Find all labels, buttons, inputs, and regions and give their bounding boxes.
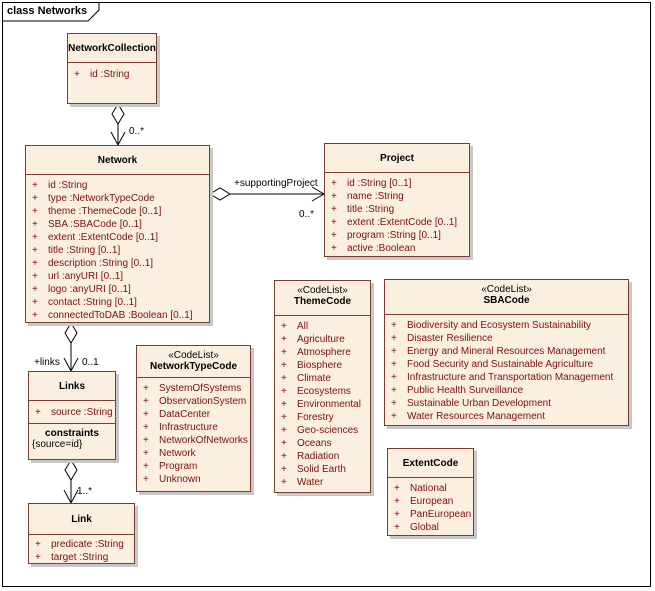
attribute: +id :String (32, 180, 88, 191)
aggregation-diamond-network-project (209, 187, 231, 201)
class-extent-code[interactable]: ExtentCode +National +European +PanEuropea… (387, 448, 474, 536)
attribute: +title :String (331, 204, 395, 215)
aggregation-diamond-network-links (64, 322, 78, 344)
links-role: +links (34, 357, 60, 368)
attribute: +description :String [0..1] (32, 258, 154, 269)
attribute: +Radiation (281, 451, 340, 462)
attribute: +url :anyURI [0..1] (32, 271, 124, 282)
attribute: +Environmental (281, 399, 361, 410)
attribute: +program :String [0..1] (331, 230, 441, 241)
attribute: +Atmosphere (281, 347, 351, 358)
attribute: +logo :anyURI [0..1] (32, 284, 131, 295)
class-name: SBACode (483, 295, 530, 306)
class-links[interactable]: Links +source :String constraints {sourc… (28, 371, 116, 460)
attribute: +Disaster Resilience (391, 333, 493, 344)
attribute: +target :String (35, 552, 109, 563)
attribute: +Solid Earth (281, 464, 346, 475)
frame-label: class Networks (7, 5, 88, 17)
class-sba-code[interactable]: «CodeList» SBACode +Biodiversity and Eco… (384, 279, 629, 426)
attribute: +title :String [0..1] (32, 245, 121, 256)
links-multiplicity: 0..1 (82, 357, 99, 368)
attribute: +All (281, 321, 309, 332)
class-name: NetworkTypeCode (149, 361, 238, 372)
aggregation-diamond-collection (111, 103, 125, 125)
attribute: +extent :ExtentCode [0..1] (331, 217, 458, 228)
attribute: +contact :String [0..1] (32, 297, 137, 308)
class-name: ExtentCode (388, 449, 473, 478)
class-project[interactable]: Project +id :String [0..1] +name :String +… (324, 143, 470, 257)
class-name: Links (29, 372, 115, 401)
class-name: Project (325, 144, 469, 173)
attribute: +DataCenter (143, 409, 211, 420)
constraints-title: constraints (45, 428, 99, 439)
aggregation-diamond-links-link (64, 459, 78, 481)
class-name: Network (26, 146, 209, 175)
attribute: +Agriculture (281, 334, 345, 345)
attribute: +Network (143, 448, 196, 459)
attribute: +Forestry (281, 412, 334, 423)
attribute: +SystemOfSystems (143, 383, 242, 394)
attribute: +extent :ExtentCode [0..1] (32, 232, 159, 243)
attribute: +ObservationSystem (143, 396, 247, 407)
attribute: +Climate (281, 373, 331, 384)
attribute: +id :String (74, 69, 130, 80)
attribute: +National (394, 483, 447, 494)
class-theme-code[interactable]: «CodeList» ThemeCode +All +Agriculture +At… (274, 280, 371, 493)
attribute: +Sustainable Urban Development (391, 398, 551, 409)
stereotype: «CodeList» (168, 350, 219, 361)
link-multiplicity: 1..* (77, 486, 93, 497)
attribute: +name :String (331, 191, 404, 202)
class-link[interactable]: Link +predicate :String +target :String (28, 503, 135, 564)
attribute: +Global (394, 522, 439, 533)
attribute: +European (394, 496, 454, 507)
supporting-project-multiplicity: 0..* (299, 209, 315, 220)
constraint-text: {source=id} (32, 439, 83, 450)
class-network[interactable]: Network +id :String +type :NetworkTypeCod… (25, 145, 210, 323)
class-name: Link (29, 504, 134, 535)
attribute: +Infrastructure and Transportation Manag… (391, 372, 614, 383)
stereotype: «CodeList» (481, 284, 532, 295)
attribute: +Geo-sciences (281, 425, 359, 436)
attribute: +predicate :String (35, 539, 124, 550)
class-network-type-code[interactable]: «CodeList» NetworkTypeCode +SystemOfSyst… (136, 345, 251, 492)
stereotype: «CodeList» (297, 285, 348, 296)
attribute: +Biosphere (281, 360, 343, 371)
supporting-project-role: +supportingProject (234, 178, 318, 189)
attribute: +Biodiversity and Ecosystem Sustainabili… (391, 320, 591, 331)
attribute: +id :String [0..1] (331, 178, 412, 189)
class-network-collection[interactable]: NetworkCollection +id :String (67, 33, 157, 104)
collection-network-multiplicity: 0..* (129, 126, 145, 137)
attribute: +source :String (35, 407, 113, 418)
attribute: +active :Boolean (331, 243, 416, 254)
frame-tab (2, 2, 100, 22)
attribute: +Water (281, 477, 324, 488)
attribute: +Water Resources Management (391, 411, 546, 422)
class-name: NetworkCollection (68, 34, 156, 63)
attribute: +Oceans (281, 438, 332, 449)
attribute: +type :NetworkTypeCode (32, 193, 155, 204)
attribute: +Unknown (143, 474, 201, 485)
class-name: ThemeCode (293, 296, 352, 307)
attribute: +PanEuropean (394, 509, 472, 520)
attribute: +NetworkOfNetworks (143, 435, 248, 446)
attribute: +Public Health Surveillance (391, 385, 524, 396)
attribute: +Program (143, 461, 198, 472)
attribute: +connectedToDAB :Boolean [0..1] (32, 310, 193, 321)
attribute: +Energy and Mineral Resources Management (391, 346, 606, 357)
attribute: +Food Security and Sustainable Agricultu… (391, 359, 594, 370)
attribute: +SBA :SBACode [0..1] (32, 219, 142, 230)
attribute: +Ecosystems (281, 386, 351, 397)
attribute: +Infrastructure (143, 422, 218, 433)
attribute: +theme :ThemeCode [0..1] (32, 206, 162, 217)
